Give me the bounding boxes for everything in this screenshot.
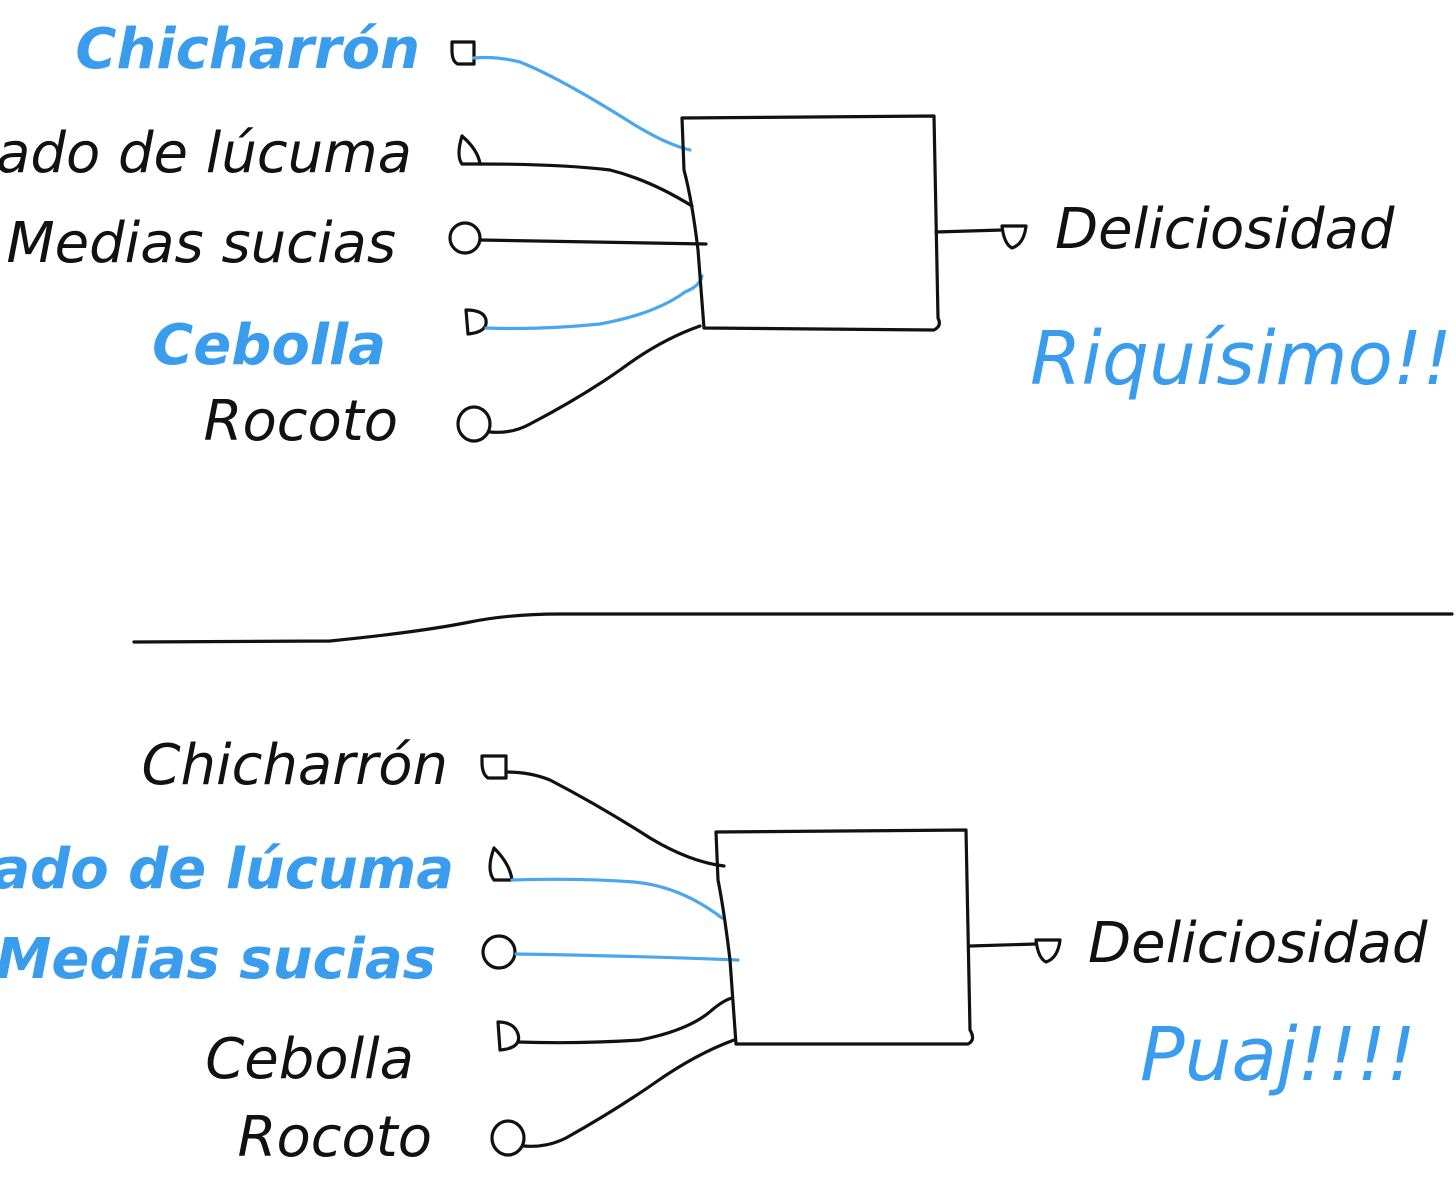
- d2-output-wire: [968, 942, 1038, 948]
- d1-processing-box: [680, 114, 941, 332]
- d1-output-label: Deliciosidad: [1055, 197, 1395, 262]
- d2-output-label: Deliciosidad: [1088, 911, 1428, 976]
- d2-output-pin: [1034, 938, 1062, 964]
- d1-wire-medias: [478, 238, 708, 246]
- d2-input-pin-5: [490, 1119, 526, 1157]
- d2-input-label-medias: Medias sucias: [0, 927, 436, 992]
- d1-wire-cebolla: [484, 274, 704, 331]
- d1-input-pin-4: [464, 308, 488, 336]
- d1-output-wire: [934, 228, 1004, 234]
- d2-input-label-cebolla: Cebolla: [205, 1027, 414, 1092]
- d2-wire-medias: [514, 952, 740, 962]
- d1-wire-helado: [478, 162, 694, 208]
- d2-input-label-helado: Helado de lúcuma: [0, 837, 454, 902]
- diagram-1: Chicharrón Helado de lúcuma Medias sucia…: [0, 17, 1456, 454]
- d2-wire-rocoto: [522, 1038, 736, 1148]
- d2-input-pin-4: [496, 1020, 521, 1052]
- diagram-2: Chicharrón Helado de lúcuma Medias sucia…: [0, 733, 1428, 1170]
- d1-input-label-medias: Medias sucias: [6, 211, 396, 276]
- d2-processing-box: [714, 828, 975, 1046]
- d1-input-pin-1: [450, 40, 476, 66]
- d1-wire-chicharron: [472, 55, 692, 152]
- d1-input-pin-5: [456, 405, 492, 443]
- d1-input-label-rocoto: Rocoto: [204, 389, 398, 454]
- d1-input-pin-3: [448, 221, 482, 255]
- d2-input-pin-2: [488, 846, 514, 882]
- d2-wire-cebolla: [516, 996, 734, 1045]
- d1-output-pin: [1000, 224, 1028, 250]
- d1-input-label-chicharron: Chicharrón: [75, 17, 420, 82]
- d2-input-label-chicharron: Chicharrón: [141, 733, 448, 798]
- d2-input-pin-1: [480, 754, 508, 780]
- d1-input-label-helado: Helado de lúcuma: [0, 121, 412, 186]
- d2-verdict: Puaj!!!!: [1140, 1012, 1416, 1098]
- d2-input-label-rocoto: Rocoto: [238, 1105, 432, 1170]
- d1-wire-rocoto: [488, 324, 702, 434]
- d1-input-pin-2: [457, 134, 482, 166]
- d1-verdict: Riquísimo!!!: [1030, 316, 1456, 402]
- d2-wire-helado: [510, 877, 724, 920]
- d1-input-label-cebolla: Cebolla: [152, 313, 386, 378]
- separator-line: [132, 612, 1454, 644]
- d2-input-pin-3: [481, 934, 517, 970]
- d2-wire-chicharron: [504, 770, 726, 868]
